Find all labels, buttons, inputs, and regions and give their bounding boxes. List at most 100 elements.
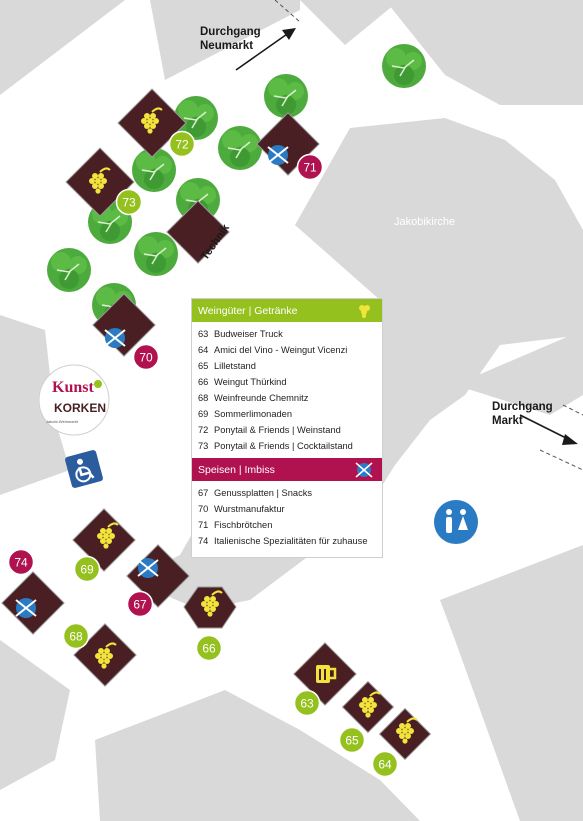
marker-number: 72 [175, 138, 189, 152]
legend-item-number: 74 [198, 536, 209, 546]
legend-item-name: Amici del Vino - Weingut Vicenzi [214, 345, 348, 355]
fork-knife-icon [267, 144, 289, 166]
marker-69: 69 [73, 555, 101, 583]
label-line: Markt [492, 415, 523, 427]
legend-item-name: Ponytail & Friends | Weinstand [214, 425, 341, 435]
legend-item-name: Ponytail & Friends | Cocktailstand [214, 441, 353, 451]
building-bottom [95, 690, 420, 821]
marker-64: 64 [371, 750, 399, 778]
legend-item-name: Weingut Thürkind [214, 377, 287, 387]
legend-item: 72 Ponytail & Friends | Weinstand [192, 422, 382, 438]
legend-item-number: 67 [198, 488, 209, 498]
marker-70: 70 [132, 343, 160, 371]
marker-circle [338, 726, 366, 754]
label-line: Neumarkt [200, 40, 254, 52]
building-top-left [0, 0, 125, 95]
legend-section-food-header: Speisen | Imbiss [192, 458, 382, 481]
marker-circle [296, 153, 324, 181]
fork-knife-icon [355, 462, 373, 478]
building-top-far-right [385, 0, 583, 105]
booth-technik [166, 200, 230, 264]
label-line: Durchgang [200, 26, 261, 38]
marker-circle [126, 590, 154, 618]
passage-label-neumarkt: Durchgang Neumarkt [200, 25, 261, 53]
svg-text:KORKEN: KORKEN [54, 401, 106, 415]
marker-65: 65 [338, 726, 366, 754]
marker-circle [7, 548, 35, 576]
marker-circle [73, 555, 101, 583]
marker-74: 74 [7, 548, 35, 576]
legend-item: 68 Weinfreunde Chemnitz [192, 390, 382, 406]
marker-number: 70 [139, 351, 153, 365]
legend-item-name: Fischbrötchen [214, 520, 273, 530]
legend-item-name: Lilletstand [214, 361, 256, 371]
passage-label-markt: Durchgang Markt [492, 400, 553, 428]
marker-number: 74 [14, 556, 28, 570]
marker-circle [62, 622, 90, 650]
legend-item-name: Italienische Spezialitäten für zuhause [214, 536, 368, 546]
passage-line [539, 449, 583, 471]
legend-section-drinks-title: Weingüter | Getränke [198, 304, 298, 317]
legend-item: 70 Wurstmanufaktur [192, 501, 382, 517]
marker-number: 68 [69, 630, 83, 644]
building-left [0, 315, 70, 495]
legend-item-number: 73 [198, 441, 209, 451]
legend-item: 73 Ponytail & Friends | Cocktailstand [192, 438, 382, 454]
legend-section-drinks-header: Weingüter | Getränke [192, 299, 382, 322]
legend-item-number: 63 [198, 329, 209, 339]
marker-68: 68 [62, 622, 90, 650]
fork-knife-icon [104, 327, 126, 349]
building-right-lower [440, 545, 583, 821]
beer-mug-icon [316, 665, 337, 683]
marker-number: 67 [133, 598, 147, 612]
marker-circle [115, 188, 143, 216]
marker-71: 71 [296, 153, 324, 181]
tree-icon [46, 247, 92, 293]
marker-circle [132, 343, 160, 371]
svg-text:Kunst: Kunst [52, 379, 94, 396]
church-label: Jakobikirche [394, 216, 456, 228]
marker-number: 71 [303, 161, 317, 175]
grape-icon [359, 305, 370, 318]
svg-text:Jakobi-Weinmarkt: Jakobi-Weinmarkt [46, 419, 79, 424]
legend-item-name: Wurstmanufaktur [214, 504, 285, 514]
tree-icon [217, 125, 263, 171]
building-right-mid [455, 330, 583, 415]
tree-icon [133, 231, 179, 277]
kunst-korken-logo: Kunst KORKEN Jakobi-Weinmarkt [38, 364, 110, 436]
legend-item-number: 72 [198, 425, 209, 435]
legend-food-list: 67 Genussplatten | Snacks 70 Wurstmanufaktu… [192, 485, 382, 549]
legend-item: 69 Sommerlimonaden [192, 406, 382, 422]
accessible-toilet-icon[interactable] [64, 449, 103, 488]
legend-item-name: Genussplatten | Snacks [214, 488, 313, 498]
arrow-icon [519, 414, 578, 445]
legend-section-food-title: Speisen | Imbiss [198, 463, 275, 476]
passage-line [562, 404, 583, 416]
building-top-mid [150, 0, 300, 80]
marker-circle [293, 689, 321, 717]
marker-number: 65 [345, 734, 359, 748]
legend-item-name: Sommerlimonaden [214, 409, 293, 419]
marker-66: 66 [195, 634, 223, 662]
legend-item: 67 Genussplatten | Snacks [192, 485, 382, 501]
marker-circle [371, 750, 399, 778]
marker-circle [168, 130, 196, 158]
building-top-right [300, 0, 400, 45]
passage-line [274, 0, 301, 23]
marker-number: 73 [122, 196, 136, 210]
marker-73: 73 [115, 188, 143, 216]
building-left-lower [0, 640, 70, 790]
marker-number: 64 [378, 758, 392, 772]
toilet-icon[interactable] [434, 500, 478, 544]
marker-number: 63 [300, 697, 314, 711]
legend-item-number: 69 [198, 409, 209, 419]
legend-item-number: 68 [198, 393, 209, 403]
legend-item-name: Weinfreunde Chemnitz [214, 393, 309, 403]
tree-icon [263, 73, 309, 119]
marker-number: 69 [80, 563, 94, 577]
legend-item-number: 70 [198, 504, 209, 514]
